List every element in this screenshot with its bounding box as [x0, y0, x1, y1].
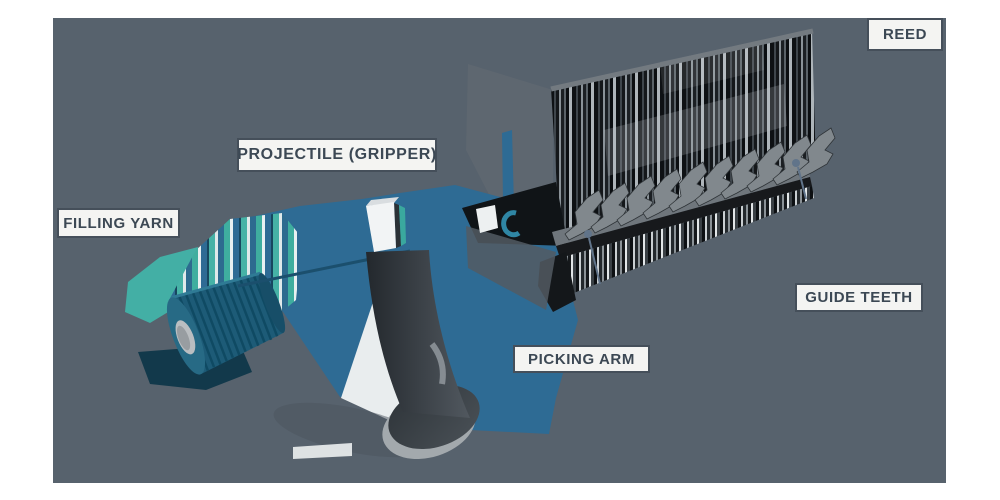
guide-teeth	[564, 127, 836, 285]
label-guide-teeth: GUIDE TEETH	[795, 283, 923, 312]
picking-arm	[366, 250, 480, 460]
guide-pin-wire	[588, 237, 601, 285]
label-picking-arm: PICKING ARM	[513, 345, 650, 373]
label-reed: REED	[867, 18, 943, 51]
projectile-side-teal	[399, 205, 406, 246]
yarn-spool	[166, 271, 286, 375]
projectile-tip-face	[476, 205, 498, 233]
spool-back-face	[258, 273, 286, 334]
floor-highlight-sliver	[293, 443, 352, 459]
projectile-gripper	[366, 197, 406, 252]
filling-yarn	[125, 213, 411, 390]
frame-behind-arm	[466, 226, 556, 310]
race-dark-band	[556, 177, 812, 258]
spool-highlight	[170, 271, 261, 300]
spool-tube-shade	[176, 325, 191, 351]
gripper-jaw	[501, 210, 521, 238]
projectile-tip	[476, 205, 521, 238]
lower-comb	[560, 186, 814, 296]
guide-pin-wire	[797, 166, 807, 200]
reed-top-rail	[550, 28, 814, 92]
label-projectile-gripper: PROJECTILE (GRIPPER)	[237, 138, 437, 172]
arm-highlight	[429, 342, 446, 385]
reed-light-patch	[604, 84, 787, 176]
guide-pin-head	[792, 159, 800, 167]
projectile-front-face	[366, 202, 396, 252]
reed-light-patch-2	[660, 40, 764, 94]
projectile-top-face	[366, 197, 399, 206]
guide-pin-head	[584, 230, 592, 238]
label-filling-yarn: FILLING YARN	[57, 208, 180, 238]
projectile-side-dark	[394, 203, 401, 248]
